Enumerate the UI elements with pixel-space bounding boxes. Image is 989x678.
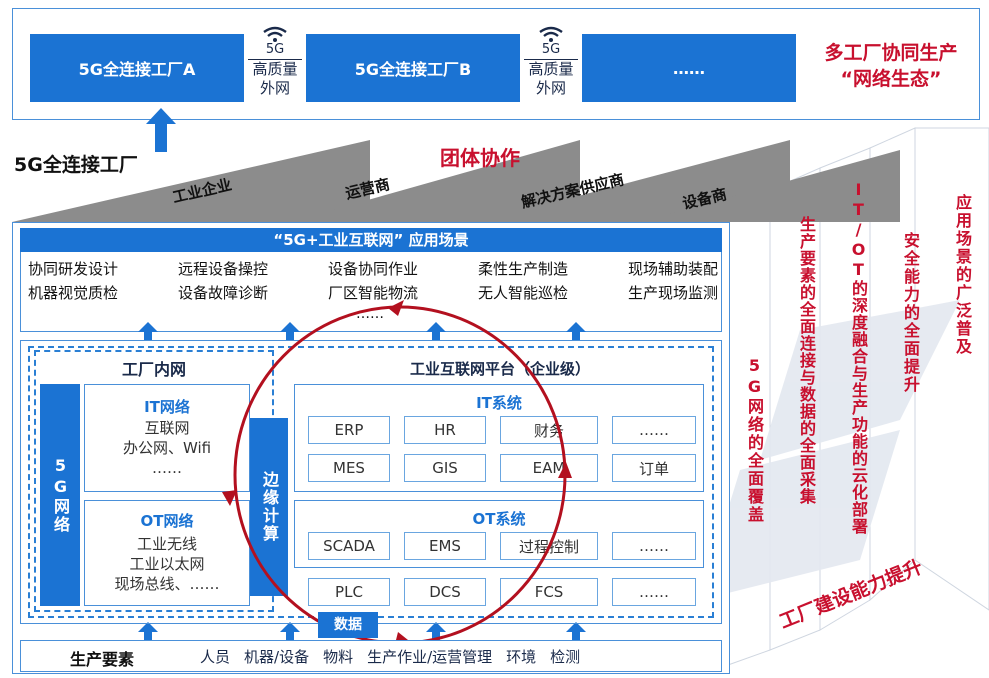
app-item: 无人智能巡检 — [477, 284, 568, 302]
capability-4: 安全能力的全面提升 — [901, 232, 920, 394]
production-item: 环境 — [506, 648, 537, 666]
cycle-arrow-icon — [558, 462, 572, 478]
capability-3: IT/OT的深度融合与生产功能的云化部署 — [849, 180, 868, 535]
factory-b-box: 5G全连接工厂B — [306, 34, 520, 102]
apps-row-1: 协同研发设计 远程设备操控 设备协同作业 柔性生产制造 现场辅助装配 — [28, 258, 718, 279]
ot-system-title: OT系统 — [472, 510, 526, 528]
ot-system-box — [294, 500, 704, 568]
ot-network-title: OT网络 — [140, 512, 194, 530]
full-factory-label: 5G全连接工厂 — [14, 154, 138, 176]
g5-network-label: 5G网络 — [51, 456, 70, 534]
app-item: 现场辅助装配 — [627, 260, 718, 278]
production-item: 生产作业/运营管理 — [367, 648, 493, 666]
app-item: 生产现场监测 — [627, 284, 718, 302]
capability-5: 应用场景的广泛普及 — [953, 194, 972, 356]
app-item: 协同研发设计 — [28, 260, 119, 278]
it-cell-more: …… — [612, 416, 696, 444]
factory-more-box: …… — [582, 34, 796, 102]
top-band — [12, 8, 980, 120]
it-cell-erp: ERP — [308, 416, 390, 444]
app-item: 柔性生产制造 — [477, 260, 568, 278]
ot-net-item: 工业以太网 — [129, 555, 205, 573]
ecosystem-line-2: “网络生态” — [840, 68, 942, 90]
intranet-title: 工厂内网 — [121, 360, 186, 379]
apps-row-2: 机器视觉质检 设备故障诊断 厂区智能物流 无人智能巡检 生产现场监测 — [28, 282, 718, 303]
wifi-icon — [263, 26, 287, 42]
app-item: 设备故障诊断 — [177, 284, 268, 302]
link-1: 5G 高质量 外网 — [244, 26, 306, 116]
production-items: 人员 机器/设备 物料 生产作业/运营管理 环境 检测 — [200, 646, 700, 667]
capability-2: 生产要素的全面连接与数据的全面采集 — [797, 216, 816, 505]
link-1-5g: 5G — [265, 42, 285, 57]
it-network-items: 互联网 办公网、Wifi …… — [84, 418, 250, 478]
ot-cell-more: …… — [612, 532, 696, 560]
platform-title: 工业互联网平台（企业级） — [409, 360, 590, 378]
factory-a-box: 5G全连接工厂A — [30, 34, 244, 102]
ot-cell-more-2: …… — [612, 578, 696, 606]
production-label: 生产要素 — [70, 650, 135, 669]
production-item: 检测 — [550, 648, 581, 666]
it-cell-finance: 财务 — [500, 416, 598, 444]
production-item: 人员 — [200, 648, 231, 666]
link-2-label: 高质量 外网 — [528, 60, 574, 97]
it-cell-mes: MES — [308, 454, 390, 482]
it-cell-gis: GIS — [404, 454, 486, 482]
ot-net-item: 现场总线、…… — [114, 575, 220, 593]
link-2: 5G 高质量 外网 — [520, 26, 582, 116]
it-cell-order: 订单 — [612, 454, 696, 482]
edge-computing-bar: 边缘计算 — [250, 418, 288, 596]
ecosystem-title: 多工厂协同生产 “网络生态” — [806, 40, 976, 92]
it-cell-hr: HR — [404, 416, 486, 444]
cycle-arrow-icon — [388, 300, 404, 316]
edge-computing-label: 边缘计算 — [260, 471, 279, 543]
up-arrow-icon — [146, 108, 176, 152]
it-system-title: IT系统 — [476, 394, 522, 412]
data-badge: 数据 — [318, 612, 378, 638]
app-item: 设备协同作业 — [327, 260, 418, 278]
app-item: 机器视觉质检 — [28, 284, 119, 302]
ot-cell-ems: EMS — [404, 532, 486, 560]
wifi-icon — [539, 26, 563, 42]
it-network-title: IT网络 — [144, 398, 190, 416]
ot-cell-scada: SCADA — [308, 532, 390, 560]
cycle-arrow-icon — [222, 490, 237, 506]
ot-network-box — [84, 500, 250, 606]
capability-1: 5G网络的全面覆盖 — [745, 356, 764, 524]
it-network-box — [84, 384, 250, 492]
group-collab-label: 团体协作 — [440, 146, 520, 170]
ot-network-items: 工业无线 工业以太网 现场总线、…… — [84, 534, 250, 594]
ecosystem-line-1: 多工厂协同生产 — [824, 42, 958, 64]
app-item: 远程设备操控 — [177, 260, 268, 278]
apps-header: “5G+工业互联网” 应用场景 — [20, 228, 722, 252]
it-net-item: 办公网、Wifi — [122, 439, 212, 457]
app-item: 厂区智能物流 — [327, 284, 418, 302]
g5-network-bar: 5G网络 — [40, 384, 80, 606]
link-2-5g: 5G — [541, 42, 561, 57]
production-item: 物料 — [323, 648, 354, 666]
ot-cell-fcs: FCS — [500, 578, 598, 606]
it-net-item: 互联网 — [144, 419, 190, 437]
ot-cell-dcs: DCS — [404, 578, 486, 606]
production-item: 机器/设备 — [244, 648, 310, 666]
it-system-box — [294, 384, 704, 492]
ot-net-item: 工业无线 — [136, 535, 197, 553]
it-cell-eam: EAM — [500, 454, 598, 482]
it-net-item: …… — [152, 459, 182, 477]
link-1-label: 高质量 外网 — [252, 60, 298, 97]
ot-cell-plc: PLC — [308, 578, 390, 606]
production-box — [20, 640, 722, 672]
